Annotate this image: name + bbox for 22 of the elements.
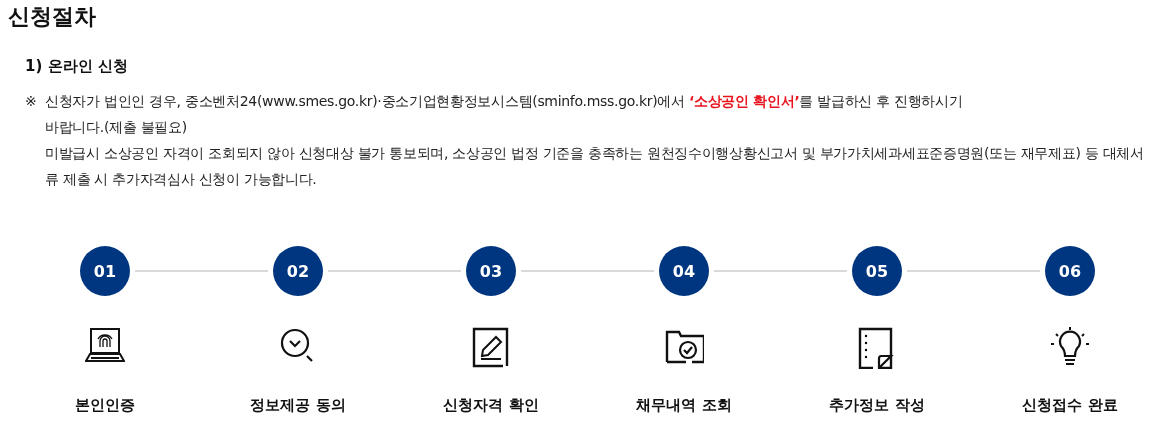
connector-line — [906, 270, 1041, 272]
step-label: 신청접수 완료 — [1022, 396, 1118, 415]
step-label: 채무내역 조회 — [636, 396, 732, 415]
note-mark: ※ — [25, 92, 37, 111]
step-label: 추가정보 작성 — [829, 396, 925, 415]
step-label: 본인인증 — [75, 396, 135, 415]
note-paragraph: 신청자가 법인인 경우, 중소벤처24(www.smes.go.kr)·중소기업현황정보시스템(sminfo.mss.go.kr)에서 ‘소상공인 확인서’를 발급하신 후 진행하시기 바랍니다.(제출 불필요) — [45, 92, 964, 137]
step-label: 정보제공 동의 — [250, 396, 346, 415]
page-title: 신청절차 — [8, 3, 96, 31]
section-heading: 1) 온라인 신청 — [25, 57, 128, 76]
step-number-circle: 06 — [1045, 246, 1095, 296]
note-paragraph: 미발급시 소상공인 자격이 조회되지 않아 신청대상 불가 통보되며, 소상공인 법정 기준을 충족하는 원천징수이행상황신고서 및 부가가치세과세표준증명원(또는 재무제표) 등 대체서류 제출 시 추가자격심사 신청이 가능합니다. — [45, 144, 1145, 189]
connector-line — [134, 270, 269, 272]
step-number-circle: 03 — [466, 246, 516, 296]
step-number-circle: 01 — [80, 246, 130, 296]
step-label: 신청자격 확인 — [443, 396, 539, 415]
step-number-circle: 04 — [659, 246, 709, 296]
step-number-circle: 05 — [852, 246, 902, 296]
step-number-circle: 02 — [273, 246, 323, 296]
connector-line — [713, 270, 848, 272]
connector-line — [520, 270, 655, 272]
connector-line — [327, 270, 462, 272]
